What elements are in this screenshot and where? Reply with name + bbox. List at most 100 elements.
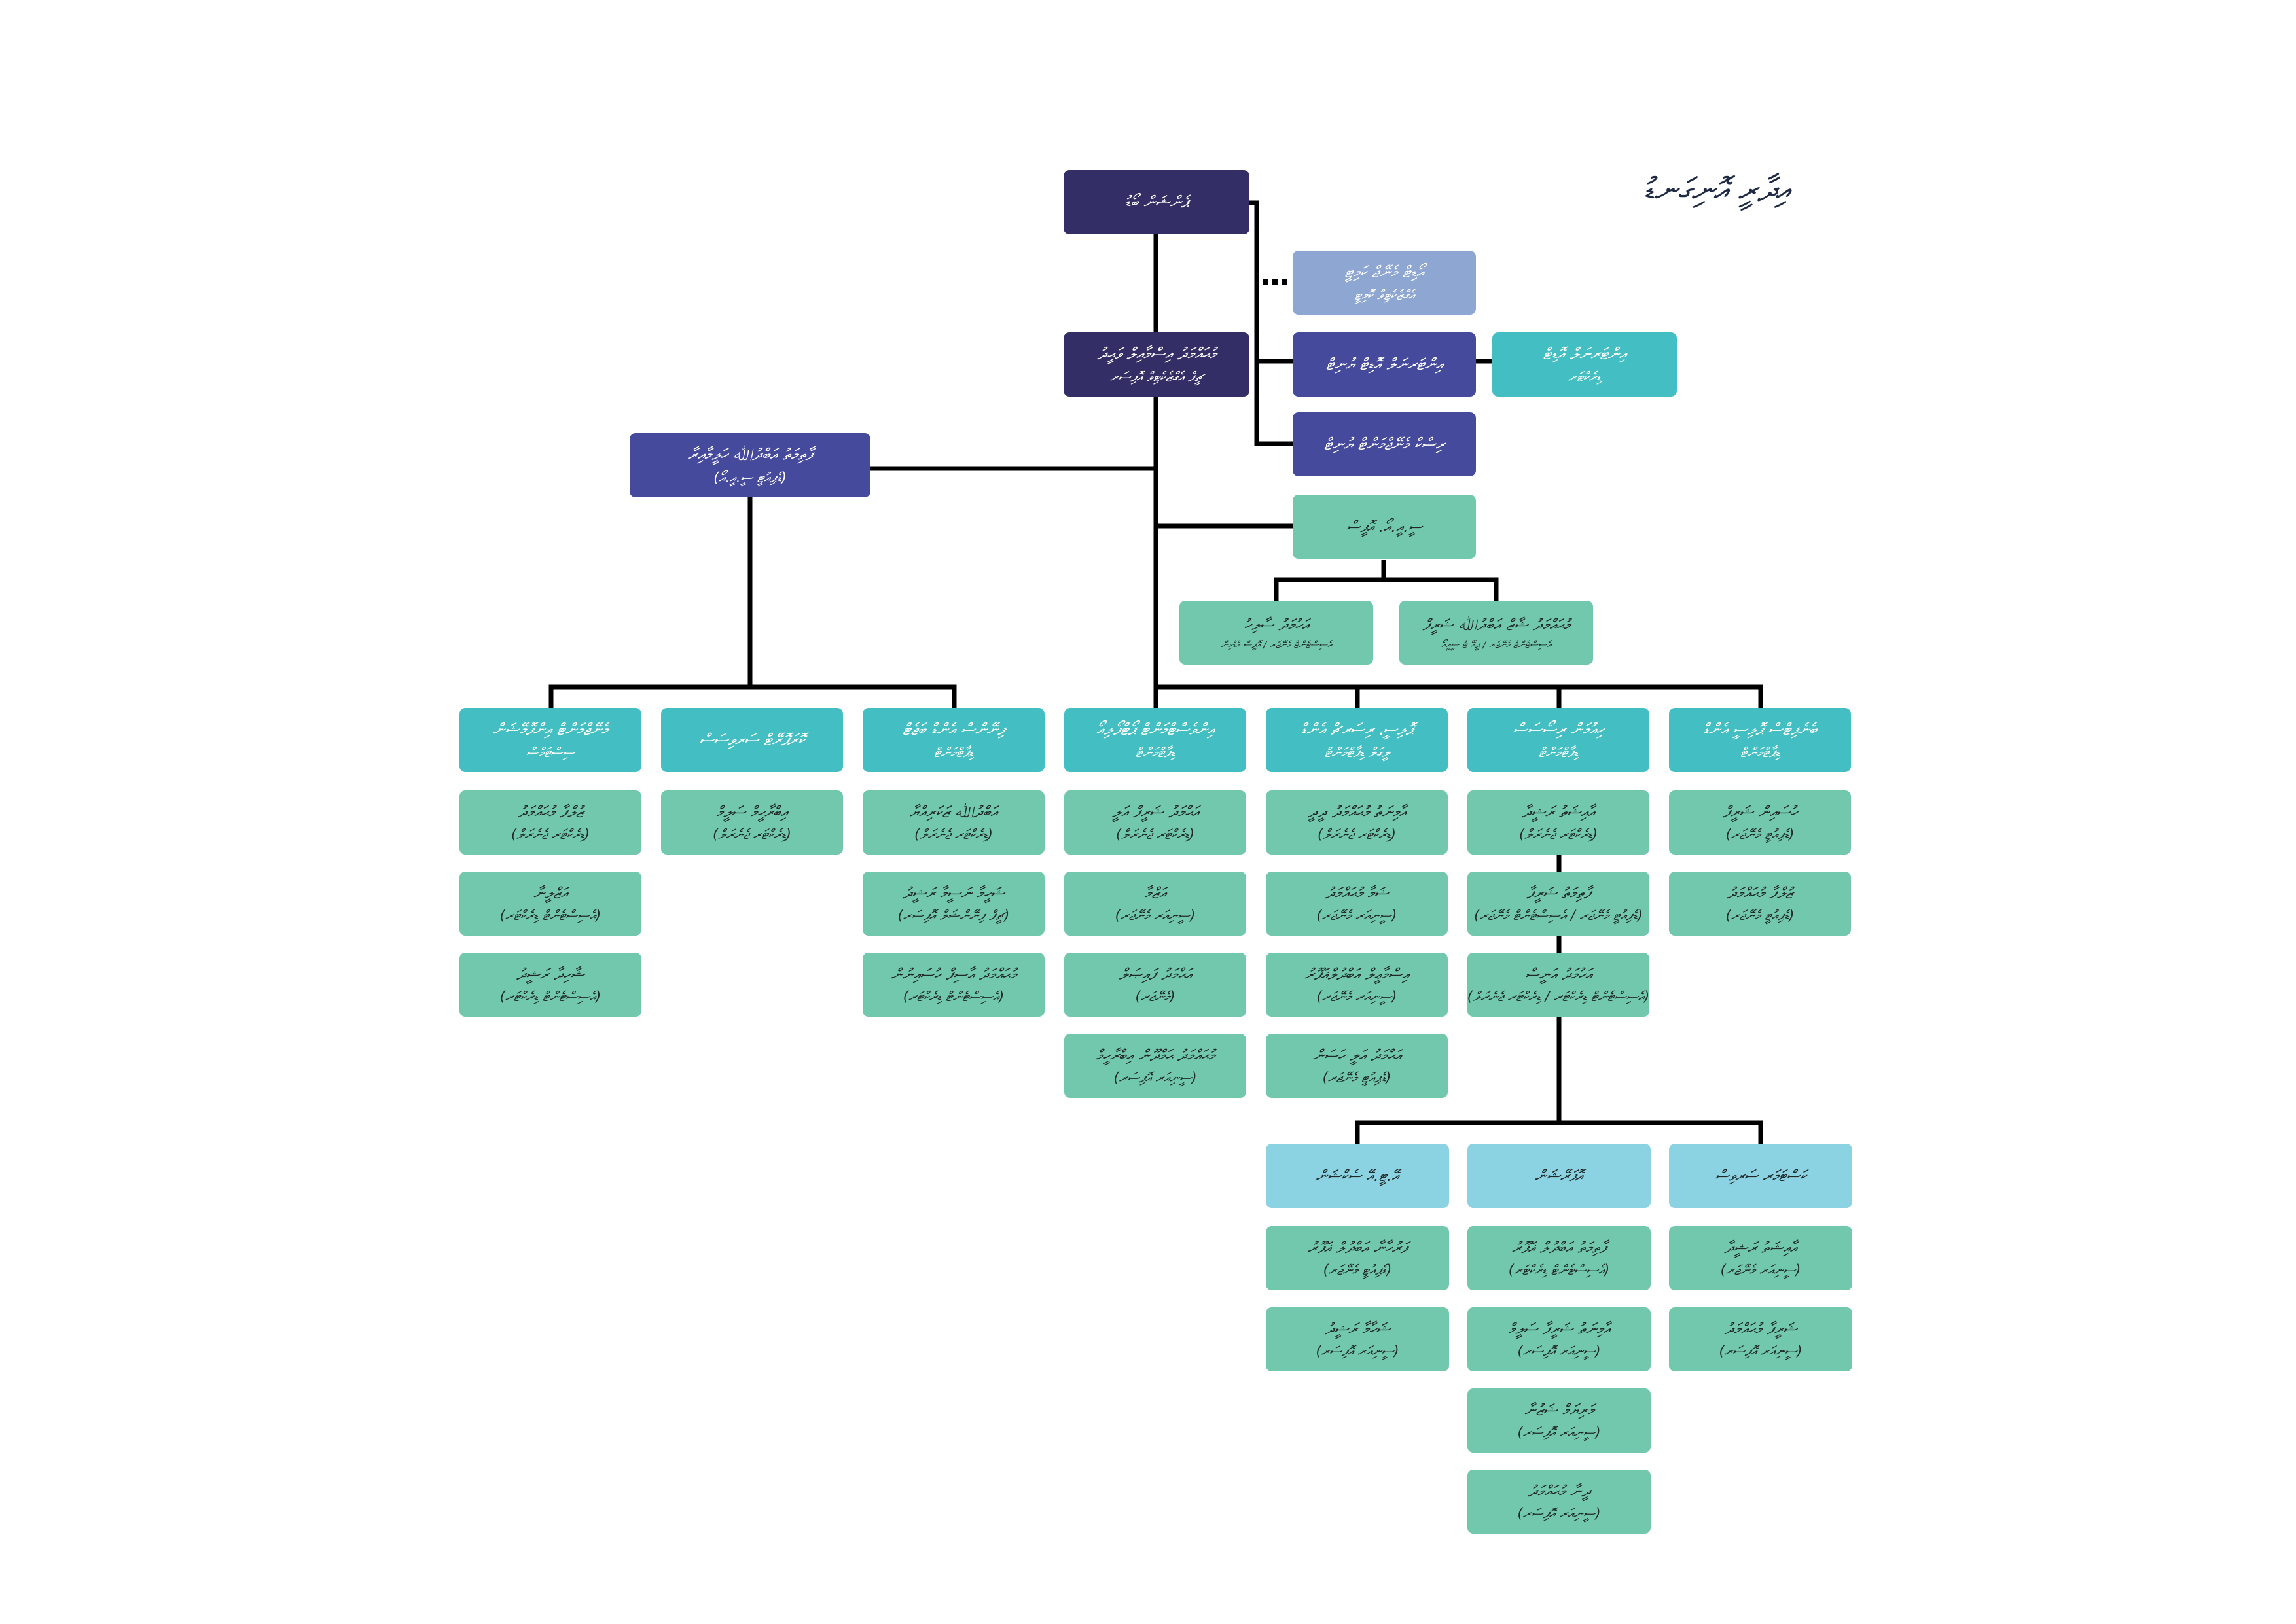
staff-name: އާއިޝަތު ރަޝީދާ [1724, 1238, 1797, 1257]
staff-role: (ޑިރެކްޓަރ ޖެނެރަލް) [712, 826, 792, 842]
department-title-2: ޑިޕާޓްމަންޓް [1740, 744, 1780, 760]
staff-name: ފާތިމަތު ޝަރީފާ [1526, 883, 1590, 902]
audit-committee-box: އޯޑިޓް މެނޭޖް ކަމިޓީ އެގްޒެކެޓިވް ކޮމިޓީ [1293, 251, 1476, 315]
department-title: ޕޮލިސީ، ރިސަރޗް އެންޑް [1300, 720, 1413, 739]
department-title-2: ޑިޕާޓްމަންޓް [1135, 744, 1175, 760]
staff-role: (ޑެޕިއުޓީ މެނޭޖަރ) [1725, 826, 1795, 842]
audit-unit-title: އިންޓަރނަލް އޮޑިޓް ޔުނިޓް [1325, 355, 1443, 374]
staff-name: އަޒްމާ [1144, 883, 1166, 902]
staff-role: (ސީނިއަރ އޮފިސަރ) [1517, 1424, 1601, 1440]
department-title: ފިނޭންސް އެންޑް ބަޖެޓް [902, 720, 1005, 739]
staff-role: (ޑިރެކްޓަރ ޖެނެރަލް) [914, 826, 994, 842]
staff-name: އާމިނަތު ޝަރީފާ ސަލީމް [1508, 1319, 1610, 1338]
ceo-box: މުޙައްމަދު އިސްމާއިލް ވަޙީދު ޗީފް އެގްޒެ… [1064, 332, 1249, 397]
staff-role: (ސީނިއަރ އޮފިސަރ) [1719, 1343, 1803, 1359]
connector-ceo-office-bus [1274, 577, 1499, 601]
staff-name: މުޙައްމަދު ޙަމްދޫން އިބްރާހީމް [1096, 1046, 1215, 1065]
staff-role: (ޑެޕިއުޓީ މެނޭޖަރ) [1725, 907, 1795, 923]
subunit-box: ކަސްޓަމަރ ސަރވިސް [1669, 1144, 1852, 1208]
ceo-name: މުޙައްމަދު އިސްމާއިލް ވަޙީދު [1097, 344, 1216, 364]
staff-role: (ސީނިއަރ އޮފިސަރ) [1517, 1343, 1601, 1359]
staff-role: (ސީނިއަރ އޮފިސަރ) [1517, 1505, 1601, 1521]
staff-role: (އެސިސްޓެންޓް ޑިރެކްޓަރ / ޑިރެކްޓަރ ޖެނެ… [1467, 988, 1649, 1004]
connector-right-bus [1156, 684, 1763, 708]
department-title: އިންވެސްޓްމަންޓް ޕޯޓްފޯލިއޯ [1096, 720, 1215, 739]
staff-name: ހުސައިން ޝަރީފް [1723, 802, 1797, 821]
staff-card: ފަރުހާނާ އަބްދުލް ޣަފޫރު(ޑެޕިއުޓީ މެނޭޖަ… [1266, 1226, 1449, 1290]
staff-role: (ސީނިއަރ މެނޭޖަރ) [1316, 907, 1397, 923]
staff-role: (ޑިރެކްޓަރ ޖެނެރަލް) [511, 826, 590, 842]
staff-card: މުޙައްމަދު އާސިފް ހުސައިނުން(އެސިސްޓެންޓ… [863, 953, 1045, 1017]
staff-card: ފާތިމަތު ޝަރީފާ(ޑެޕިއުޓީ މެނޭޖަރ / އެސިސ… [1467, 872, 1649, 936]
subunit-title: އޮޕަރޭޝަން [1535, 1167, 1583, 1185]
department-box: ކޮރަޕޮރޭޓް ސަރވިސަސް [661, 708, 843, 772]
board-title: ޕެންޝަން ބޯޑު [1124, 192, 1189, 212]
staff-role: (ސީނިއަރ އޮފިސަރ) [1316, 1343, 1399, 1359]
department-box: މެނޭޖްމަންޓް އިންފޮމޭޝަންސިސްޓަމްސް [459, 708, 641, 772]
department-title-2: ޑިޕާޓްމަންޓް [933, 744, 974, 760]
staff-name: އިސްމާޢީލް އަބްދުލްޣަފޫރު [1304, 964, 1409, 983]
staff-card: ޒުލްފާ މުޙައްމަދު(ޑެޕިއުޓީ މެނޭޖަރ) [1669, 872, 1851, 936]
staff-name: ޝަހީމާ ނަސީމާ ރަޝީދު [903, 883, 1005, 902]
staff-role: (އެސިސްޓެންޓް ޑިރެކްޓަރ) [499, 907, 601, 923]
department-box: ހިއުމަން ރިސޯސަސް ޑިޕާޓްމަންޓް [1467, 708, 1649, 772]
staff-name: އިބްރާހީމް ސަލީމް [716, 802, 788, 821]
staff-name: އާމިނަތު މުޙައްމަދު ދީދީ [1308, 802, 1406, 821]
staff-name: ޝާހިދާ ރަޝީދު [516, 964, 584, 983]
staff-card: އަހުމަދު އަނީސް (އެސިސްޓެންޓް ޑިރެކްޓަރ /… [1467, 953, 1649, 1017]
staff-role: އެސިސްޓެންޓް މެނޭޖަރ / އޮފީސް އެޑްމިން [1221, 638, 1332, 650]
staff-name: ފާތިމަތު އަބްދުލް ޣަފޫރު [1511, 1238, 1607, 1257]
department-title-2: ލީގަލް ޑިޕާޓްމަންޓް [1324, 744, 1390, 760]
staff-card: މުޙައްމަދު ޙަމްދޫން އިބްރާހީމް(ސީނިއަރ އ… [1064, 1034, 1246, 1098]
staff-card: ދީނާ މުޙައްމަދު(ސީނިއަރ އޮފިސަރ) [1467, 1470, 1651, 1534]
staff-name: ޝަރީފާ މުޙައްމަދު [1724, 1319, 1797, 1338]
subunit-title: އޭ.ޓީ.އޭ ސެކްޝަން [1316, 1167, 1399, 1185]
internal-audit-box: އިންޓަރނަލް އޮޑިޓް ޑިރެކްޓަރ [1492, 332, 1677, 397]
page-title: އިދާރީ އޮނިގަނޑު [1643, 170, 1791, 209]
staff-role: (ސީނިއަރ މެނޭޖަރ) [1115, 907, 1196, 923]
audit-committee-title: އޯޑިޓް މެނޭޖް ކަމިޓީ [1344, 262, 1424, 282]
staff-card: އަޙްމަދު ޝަރީފް އަލީ(ޑިރެކްޓަރ ޖެނެރަލް) [1064, 790, 1246, 855]
ceo-office-title: ސީ.އީ.އޯ. އޮފީސް [1346, 518, 1422, 536]
department-title: ހިއުމަން ރިސޯސަސް [1513, 720, 1604, 739]
department-box: ޕޮލިސީ، ރިސަރޗް އެންޑް ލީގަލް ޑިޕާޓްމަންޓ… [1266, 708, 1448, 772]
staff-card: ފާތިމަތު އަބްދުލް ޣަފޫރު (އެސިސްޓެންޓް ޑި… [1467, 1226, 1651, 1290]
staff-card: އަބްދުﷲ ޒަކަރިއްޔާ (ޑިރެކްޓަރ ޖެނެރަލް) [863, 790, 1045, 855]
staff-role: (ޑިރެކްޓަރ ޖެނެރަލް) [1115, 826, 1195, 842]
staff-role: (ޗީފް ފިނޭންޝަލް އޮފިސަރ) [897, 907, 1010, 923]
internal-audit-title: އިންޓަރނަލް އޮޑިޓް [1543, 344, 1626, 364]
staff-name: ޝަމާ މުޙައްމަދު [1325, 883, 1389, 902]
staff-card: ޝަހާމާ ރަޝީދު (ސީނިއަރ އޮފިސަރ) [1266, 1307, 1449, 1371]
staff-card: އަޙްމަދު ފައިޞަލް(މެނޭޖަރ) [1064, 953, 1246, 1017]
staff-name: އަޒްލީނާ [533, 883, 568, 902]
staff-role: (ޑިރެކްޓަރ ޖެނެރަލް) [1518, 826, 1598, 842]
staff-name: ޝަހާމާ ރަޝީދު [1325, 1319, 1390, 1338]
department-title-2: ސިސްޓަމްސް [526, 744, 575, 760]
staff-name: އާއިޝަތު ރަޝީދާ [1522, 802, 1595, 821]
staff-name: އަބްދުﷲ ޒަކަރިއްޔާ [909, 802, 998, 821]
subunit-box: އޭ.ޓީ.އޭ ސެކްޝަން [1266, 1144, 1449, 1208]
audit-unit-box: އިންޓަރނަލް އޮޑިޓް ޔުނިޓް [1293, 332, 1476, 397]
staff-name: އަހުމަދު ސާލިހު [1244, 615, 1309, 634]
department-title-2: ޑިޕާޓްމަންޓް [1538, 744, 1579, 760]
connector-subunit-bus [1355, 1120, 1763, 1144]
staff-role: (ޑެޕިއުޓީ މެނޭޖަރ) [1323, 1262, 1392, 1278]
staff-card: ޝާހިދާ ރަޝީދު(އެސިސްޓެންޓް ޑިރެކްޓަރ) [459, 953, 641, 1017]
staff-role: (ޑެޕިއުޓީ މެނޭޖަރ) [1322, 1069, 1391, 1086]
ceo-office-staff-a: އަހުމަދު ސާލިހު އެސިސްޓެންޓް މެނޭޖަރ / އ… [1179, 601, 1373, 665]
staff-role: (މެނޭޖަރ) [1135, 988, 1175, 1004]
staff-card: އާއިޝަތު ރަޝީދާ(ސީނިއަރ މެނޭޖަރ) [1669, 1226, 1852, 1290]
subunit-box: އޮޕަރޭޝަން [1467, 1144, 1651, 1208]
staff-card: ހުސައިން ޝަރީފް (ޑެޕިއުޓީ މެނޭޖަރ) [1669, 790, 1851, 855]
ceo-office-box: ސީ.އީ.އޯ. އޮފީސް [1293, 495, 1476, 559]
staff-card: އާމިނަތު މުޙައްމަދު ދީދީ(ޑިރެކްޓަރ ޖެނެރ… [1266, 790, 1448, 855]
department-title: ބެނެފިޓްސް ޕޮލިސީ އެންޑް [1703, 720, 1817, 739]
risk-unit-box: ރިސްކް މެނޭޖްމަންޓް ޔުނިޓް [1293, 412, 1476, 476]
dotted-link [1263, 279, 1287, 285]
staff-card: މަރިޔަމް ޝަޒުނާ(ސީނިއަރ އޮފިސަރ) [1467, 1388, 1651, 1453]
staff-role: (އެސިސްޓެންޓް ޑިރެކްޓަރ) [1508, 1262, 1610, 1278]
ceo-role: ޗީފް އެގްޒެކެޓިވް އޮފިސަރ [1110, 368, 1203, 385]
department-box: ފިނޭންސް އެންޑް ބަޖެޓް ޑިޕާޓްމަންޓް [863, 708, 1045, 772]
staff-name: އަހުމަދު އަނީސް [1525, 964, 1592, 983]
